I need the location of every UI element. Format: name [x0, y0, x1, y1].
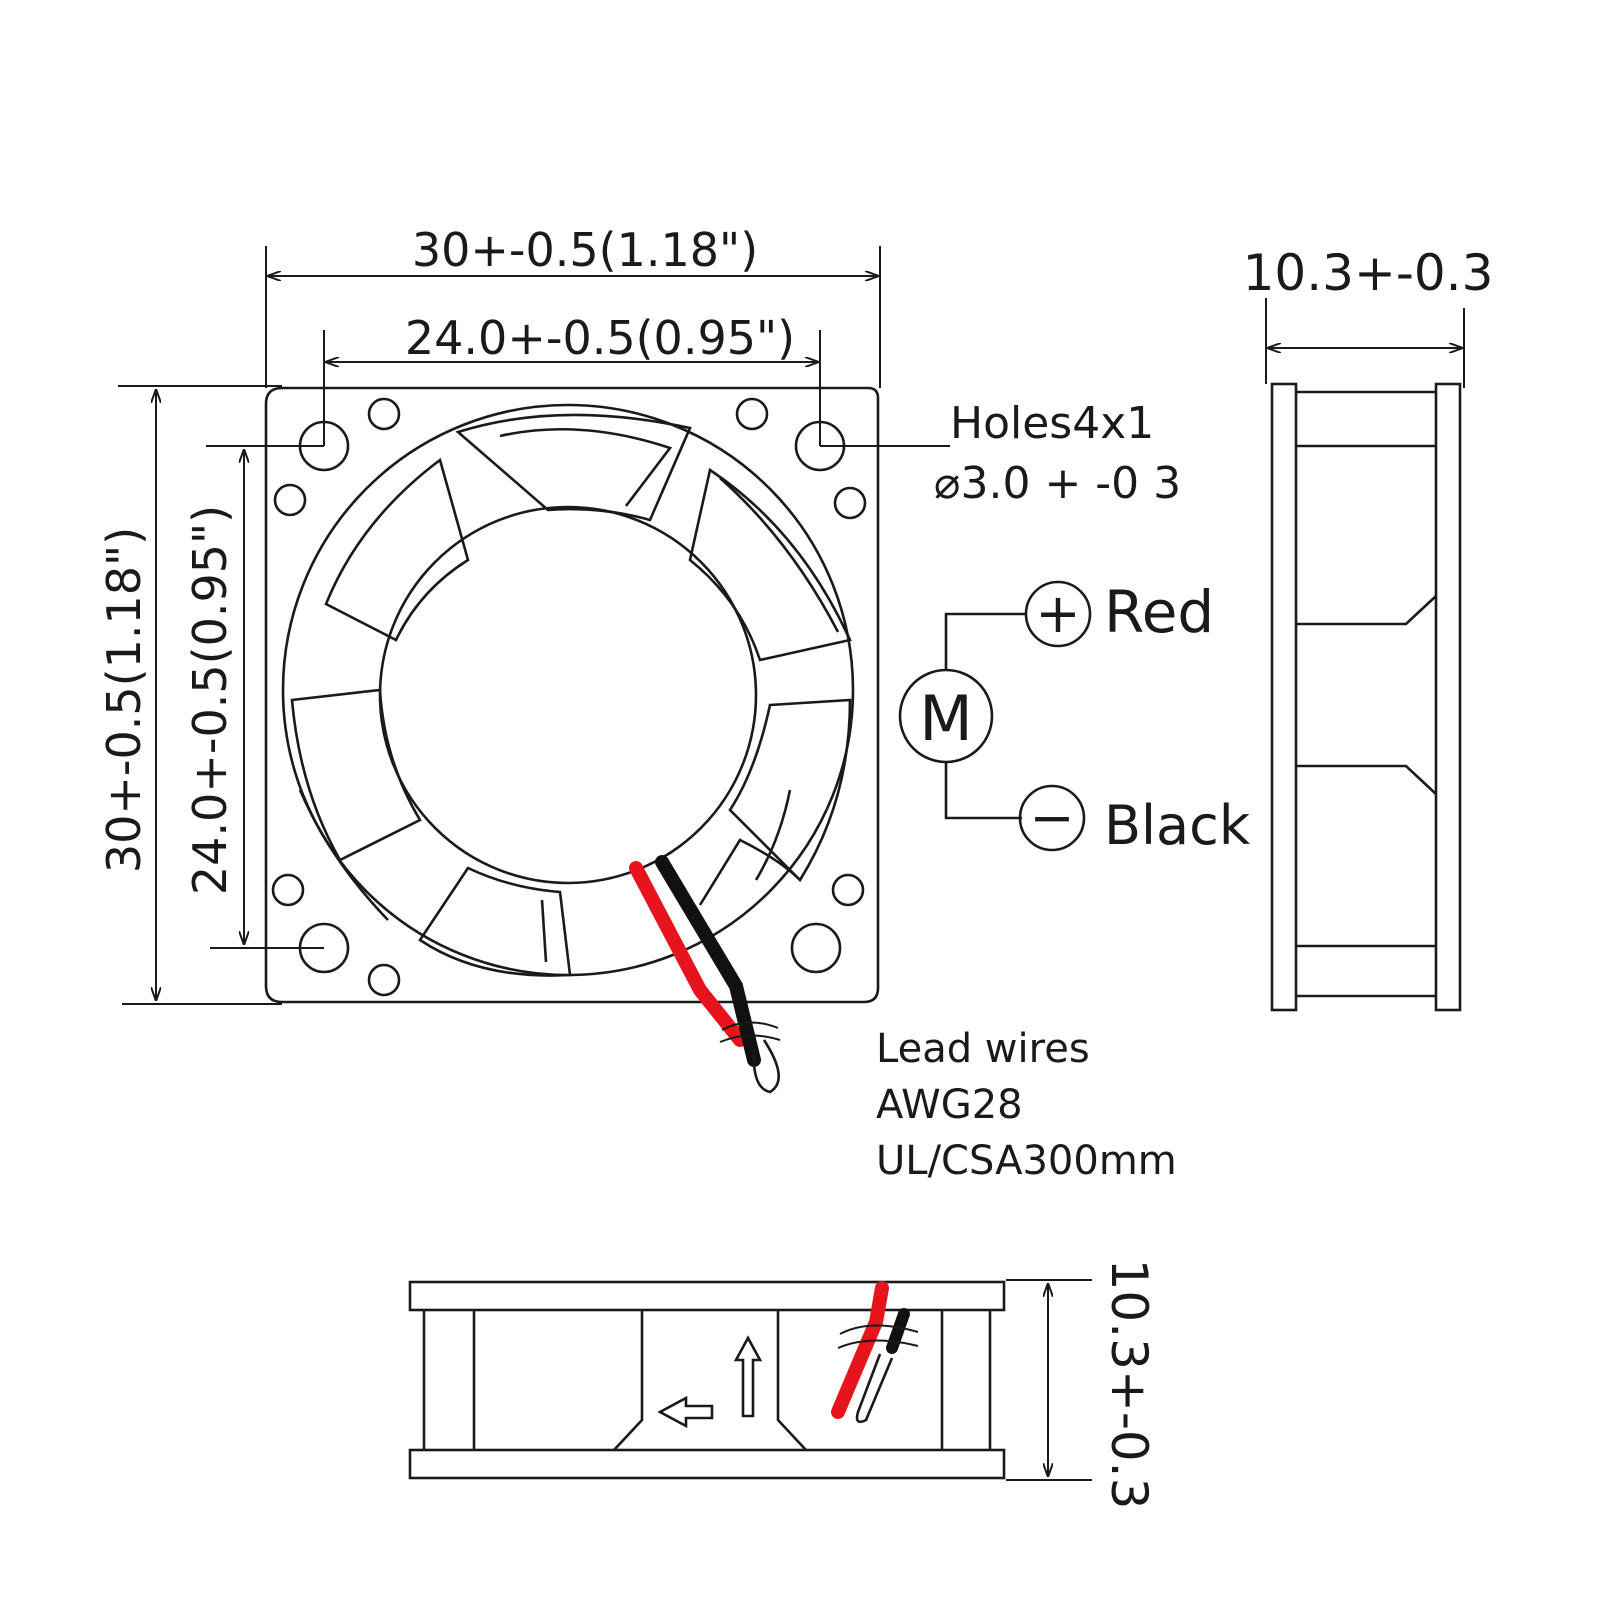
- negative-wire-label: Black: [1104, 794, 1251, 857]
- positive-wire-label: Red: [1104, 578, 1214, 646]
- lead-wire-note: Lead wires AWG28 UL/CSA300mm: [876, 1026, 1177, 1184]
- fan-hub: [378, 505, 758, 885]
- holes-callout-line2: ⌀3.0 + -0 3: [934, 458, 1181, 509]
- small-hole: [831, 873, 865, 907]
- dim-height-holes: 24.0+-0.5(0.95"): [183, 505, 237, 895]
- lead-wires-line3: UL/CSA300mm: [876, 1138, 1177, 1184]
- small-hole: [735, 397, 769, 431]
- lead-wires-line1: Lead wires: [876, 1026, 1090, 1072]
- fan-blades: [290, 413, 852, 977]
- plus-icon: +: [1035, 582, 1080, 645]
- dim-width-holes: 24.0+-0.5(0.95"): [405, 311, 795, 365]
- small-hole: [833, 486, 867, 520]
- red-wire-bottom: [831, 1281, 889, 1419]
- lead-wires-line2: AWG28: [876, 1082, 1023, 1128]
- small-hole: [273, 483, 307, 517]
- holes-callout-line1: Holes4x1: [950, 398, 1154, 449]
- small-hole: [271, 873, 305, 907]
- rotation-direction-icon: [733, 1335, 763, 1418]
- dim-side-depth: 10.3+-0.3: [1243, 244, 1494, 302]
- dim-width-outer: 30+-0.5(1.18"): [412, 223, 758, 277]
- red-wire: [629, 861, 747, 1047]
- positive-terminal: [1024, 580, 1092, 648]
- fan-frame-outline: [264, 386, 880, 1004]
- small-hole: [367, 397, 401, 431]
- minus-icon: −: [1029, 786, 1074, 849]
- negative-terminal: [1018, 784, 1086, 852]
- mounting-hole-bottom-right: [790, 922, 842, 974]
- lead-wire-bundle: [629, 855, 781, 1094]
- bottom-view: 10.3+-0.3: [408, 1259, 1158, 1510]
- wiring-schematic: M + − Red Black: [898, 578, 1251, 857]
- side-view: 10.3+-0.3: [1243, 244, 1494, 1012]
- small-hole: [367, 963, 401, 997]
- motor-label: M: [919, 682, 973, 755]
- front-view: 30+-0.5(1.18") 24.0+-0.5(0.95") 30+-0.5(…: [97, 223, 1181, 1094]
- dim-bottom-depth: 10.3+-0.3: [1100, 1259, 1158, 1510]
- airflow-direction-icon: [657, 1395, 714, 1429]
- dim-height-outer: 30+-0.5(1.18"): [97, 527, 151, 873]
